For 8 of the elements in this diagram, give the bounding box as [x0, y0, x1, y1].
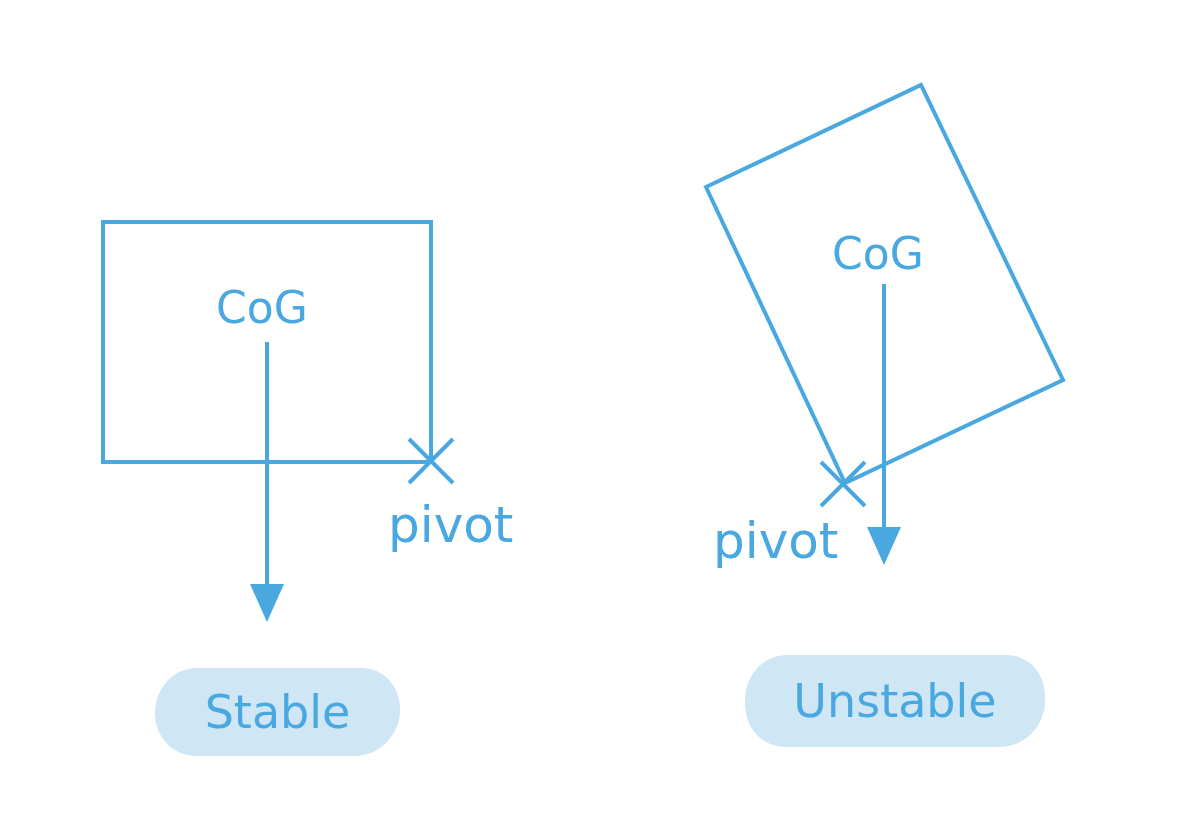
pivot-label: pivot — [388, 500, 514, 550]
cog-label: CoG — [832, 232, 924, 276]
block — [101, 220, 433, 464]
tilted-block — [702, 81, 1067, 487]
pivot-label: pivot — [713, 516, 839, 566]
result-label: Stable — [204, 689, 351, 735]
cog-label: CoG — [216, 286, 308, 330]
result-label: Unstable — [793, 678, 997, 724]
